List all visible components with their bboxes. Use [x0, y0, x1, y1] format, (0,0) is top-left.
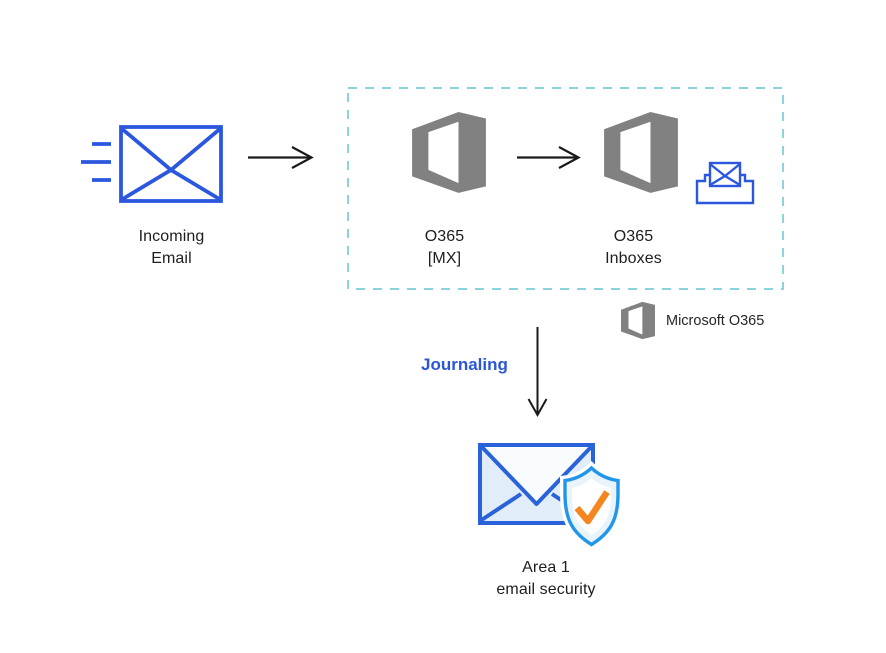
area1-security-icon	[478, 443, 623, 548]
incoming-email-label-line1: Incoming	[138, 228, 205, 245]
o365-boundary-box	[347, 87, 784, 290]
o365-mx-label-line1: O365	[424, 228, 465, 245]
speed-lines-icon	[81, 142, 111, 182]
arrow-right-icon	[248, 146, 314, 169]
o365-inboxes-label-line1: O365	[613, 228, 654, 245]
o365-inboxes-label-line2: Inboxes	[605, 250, 662, 267]
inbox-icon	[695, 161, 755, 205]
area1-label-line2: email security	[496, 581, 596, 598]
o365-mx-label-line2: [MX]	[427, 250, 462, 267]
incoming-email-label: Incoming Email	[119, 226, 224, 270]
incoming-email-icon	[119, 125, 223, 203]
o365-inboxes-label: O365 Inboxes	[581, 226, 686, 270]
microsoft-o365-legend-label: Microsoft O365	[666, 313, 765, 329]
incoming-email-label-line2: Email	[151, 250, 192, 267]
microsoft-o365-legend-logo-icon	[621, 301, 655, 340]
area1-label: Area 1 email security	[481, 557, 611, 601]
arrow-right-icon	[517, 146, 581, 169]
o365-mx-label: O365 [MX]	[392, 226, 497, 270]
office365-mx-logo-icon	[412, 112, 486, 193]
journaling-arrow-down-icon	[527, 327, 548, 418]
office365-inboxes-logo-icon	[604, 112, 678, 193]
journaling-label: Journaling	[421, 355, 508, 374]
area1-label-line1: Area 1	[522, 559, 570, 576]
